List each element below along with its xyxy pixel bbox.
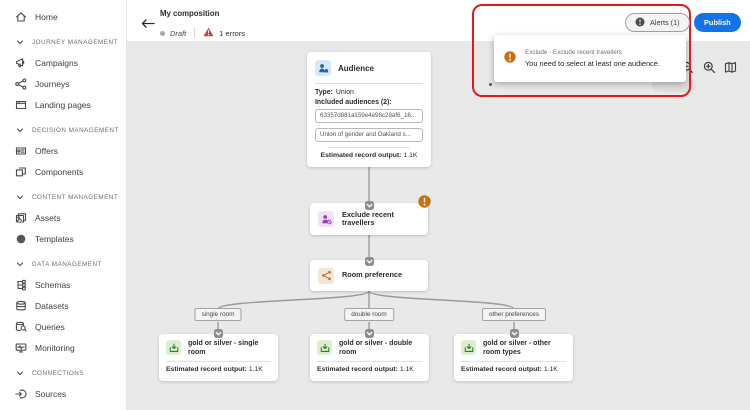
page-title: My composition xyxy=(160,9,220,18)
map-overview-icon[interactable] xyxy=(724,61,737,74)
assets-icon xyxy=(15,212,27,224)
sidebar-item-campaigns[interactable]: Campaigns xyxy=(0,52,126,73)
sidebar-section-connections[interactable]: CONNECTIONS xyxy=(0,363,126,383)
journeys-icon xyxy=(15,77,27,90)
draft-status-label: Draft xyxy=(170,28,187,38)
sidebar-section-decision-management[interactable]: DECISION MANAGEMENT xyxy=(0,120,126,140)
status-row: Draft 1 errors xyxy=(160,24,245,42)
warning-circle-icon xyxy=(504,50,516,68)
sidebar-item-components[interactable]: Components xyxy=(0,161,126,182)
node-title: Exclude recent travellers xyxy=(342,209,394,227)
connector-chevron-icon xyxy=(364,253,374,266)
connector-chevron-icon xyxy=(364,197,374,210)
audience-node[interactable]: Audience Type:Union Included audiences (… xyxy=(307,52,431,167)
type-row: Type:Union xyxy=(315,89,354,96)
divider xyxy=(166,361,271,363)
sidebar-item-assets[interactable]: Assets xyxy=(0,207,126,228)
publish-button-label: Publish xyxy=(704,18,731,27)
chevron-down-icon xyxy=(14,258,26,270)
queries-icon xyxy=(15,321,27,333)
node-title: gold or silver - single room xyxy=(188,340,259,356)
publish-button[interactable]: Publish xyxy=(694,13,741,32)
back-arrow-button[interactable] xyxy=(141,16,155,34)
connector-chevron-icon xyxy=(213,325,223,338)
branch-label-single-room[interactable]: single room xyxy=(194,308,242,321)
error-triangle-icon xyxy=(203,24,214,42)
audience-chip: 63357d881a159e4e98c28af6_16... xyxy=(315,109,423,123)
node-title: Room preference xyxy=(342,270,403,280)
alert-popup-text: Exclude - Exclude recent travellers You … xyxy=(525,49,660,68)
divider xyxy=(194,28,196,38)
alerts-button[interactable]: Alerts (1) xyxy=(625,13,690,32)
datasets-icon xyxy=(15,300,27,312)
estimated-output: Estimated record output:1.1K xyxy=(461,366,558,374)
alerts-button-label: Alerts (1) xyxy=(650,18,680,27)
sidebar-item-queries[interactable]: Queries xyxy=(0,316,126,337)
save-download-icon xyxy=(461,340,476,355)
chevron-down-icon xyxy=(14,36,26,48)
connector-chevron-icon xyxy=(364,325,374,338)
sidebar-item-schemas[interactable]: Schemas xyxy=(0,274,126,295)
estimated-output: Estimated record output:1.1K xyxy=(317,366,414,374)
left-nav-sidebar: Home JOURNEY MANAGEMENT Campaigns Journe… xyxy=(0,0,127,410)
chevron-down-icon xyxy=(14,367,26,379)
node-title: Audience xyxy=(338,63,375,73)
node-title: gold or silver - double room xyxy=(339,340,413,356)
connector-chevron-icon xyxy=(509,325,519,338)
audience-people-icon xyxy=(315,60,331,76)
sidebar-item-home[interactable]: Home xyxy=(0,6,126,27)
save-node-single-room[interactable]: gold or silver - single room Estimated r… xyxy=(159,334,278,381)
save-download-icon xyxy=(317,340,332,355)
sidebar-item-label: Home xyxy=(35,11,58,22)
split-branch-icon xyxy=(318,267,334,284)
estimated-output: Estimated record output:1.1K xyxy=(166,366,263,374)
divider xyxy=(315,83,423,84)
home-icon xyxy=(15,11,27,23)
branch-label-other-preferences[interactable]: other preferences xyxy=(481,308,547,321)
alert-circle-icon xyxy=(635,17,645,29)
node-warning-badge-icon xyxy=(418,195,431,208)
partially-hidden-toolbar-button xyxy=(652,79,696,92)
canvas-dot xyxy=(489,83,492,86)
divider xyxy=(461,361,566,363)
chevron-down-icon xyxy=(14,124,26,136)
node-title: gold or silver - other room types xyxy=(483,340,551,356)
save-node-other-room-types[interactable]: gold or silver - other room types Estima… xyxy=(454,334,573,381)
landing-pages-icon xyxy=(15,99,27,111)
audience-chip: Union of gender and Oakland s... xyxy=(315,128,423,142)
sidebar-item-monitoring[interactable]: Monitoring xyxy=(0,337,126,358)
components-icon xyxy=(15,166,27,178)
save-node-double-room[interactable]: gold or silver - double room Estimated r… xyxy=(310,334,429,381)
chevron-down-icon xyxy=(14,191,26,203)
branch-label-double-room[interactable]: double room xyxy=(344,308,394,321)
estimated-output: Estimated record output:1.1K xyxy=(320,152,418,159)
sidebar-item-sources[interactable]: Sources xyxy=(0,383,126,404)
monitoring-icon xyxy=(15,342,27,354)
sidebar-section-journey-management[interactable]: JOURNEY MANAGEMENT xyxy=(0,32,126,52)
divider xyxy=(317,361,422,363)
alert-popup-title: Exclude - Exclude recent travellers xyxy=(525,49,622,56)
draft-status-dot xyxy=(160,30,165,36)
schemas-icon xyxy=(15,279,27,291)
sidebar-item-journeys[interactable]: Journeys xyxy=(0,73,126,94)
exclude-person-icon xyxy=(318,211,334,227)
sidebar-item-offers[interactable]: Offers xyxy=(0,140,126,161)
alerts-popover: Exclude - Exclude recent travellers You … xyxy=(494,35,686,82)
included-audiences-label: Included audiences (2): xyxy=(315,99,392,106)
sources-icon xyxy=(15,388,27,400)
save-download-icon xyxy=(166,340,181,355)
sidebar-section-data-management[interactable]: DATA MANAGEMENT xyxy=(0,254,126,274)
sidebar-item-templates[interactable]: Templates xyxy=(0,228,126,249)
offers-icon xyxy=(15,145,27,157)
campaigns-icon xyxy=(15,57,27,69)
sidebar-item-datasets[interactable]: Datasets xyxy=(0,295,126,316)
error-count-label: 1 errors xyxy=(219,28,246,38)
templates-icon xyxy=(15,233,27,245)
sidebar-section-content-management[interactable]: CONTENT MANAGEMENT xyxy=(0,187,126,207)
alert-popup-message: You need to select at least one audience… xyxy=(525,59,660,68)
zoom-in-icon[interactable] xyxy=(703,61,716,74)
divider xyxy=(327,147,411,148)
sidebar-item-landing-pages[interactable]: Landing pages xyxy=(0,94,126,115)
